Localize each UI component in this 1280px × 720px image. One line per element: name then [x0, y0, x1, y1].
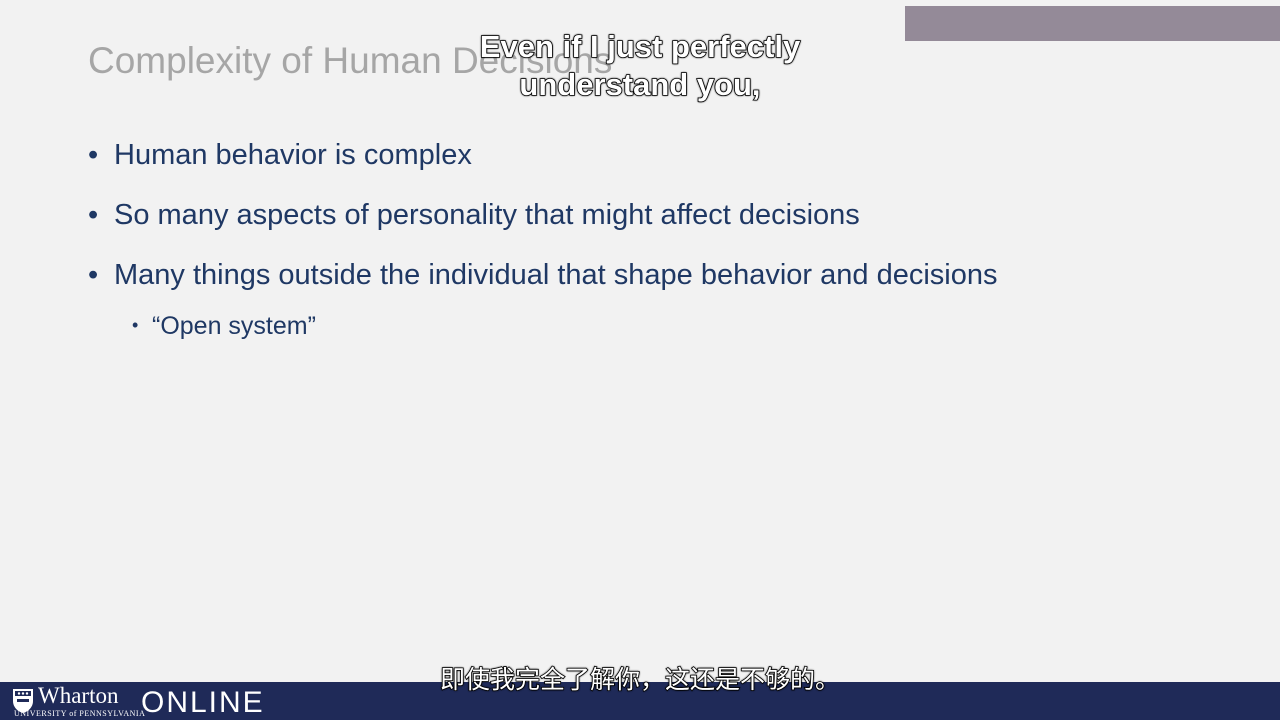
bullet-dot-icon: •: [88, 139, 99, 171]
bullet-dot-icon: •: [88, 199, 99, 231]
bullet-dot-icon: •: [132, 315, 139, 335]
wharton-logo: Wharton: [38, 683, 119, 708]
chinese-subtitle: 即使我完全了解你，这还是不够的。: [439, 664, 841, 695]
bullet-text: Many things outside the individual that …: [114, 259, 998, 291]
university-of-pennsylvania-label: UNIVERSITY of PENNSYLVANIA: [14, 709, 146, 718]
slide-title: Complexity of Human Decisions: [88, 40, 613, 81]
sub-bullet-text: “Open system”: [152, 312, 316, 340]
bullet-text: So many aspects of personality that migh…: [114, 199, 860, 231]
penn-shield-icon: [13, 689, 33, 713]
footer-bar: [0, 682, 1280, 720]
bullet-item: • Many things outside the individual tha…: [88, 259, 997, 292]
bullet-text: Human behavior is complex: [114, 139, 472, 171]
online-logo: ONLINE: [141, 686, 265, 719]
sub-bullet-item: • “Open system”: [132, 312, 316, 341]
bullet-item: • Human behavior is complex: [88, 139, 472, 172]
english-subtitle: Even if I just perfectly understand you,: [479, 28, 801, 103]
bullet-item: • So many aspects of personality that mi…: [88, 199, 860, 232]
bullet-dot-icon: •: [88, 259, 99, 291]
corner-accent-bar: [905, 6, 1280, 41]
